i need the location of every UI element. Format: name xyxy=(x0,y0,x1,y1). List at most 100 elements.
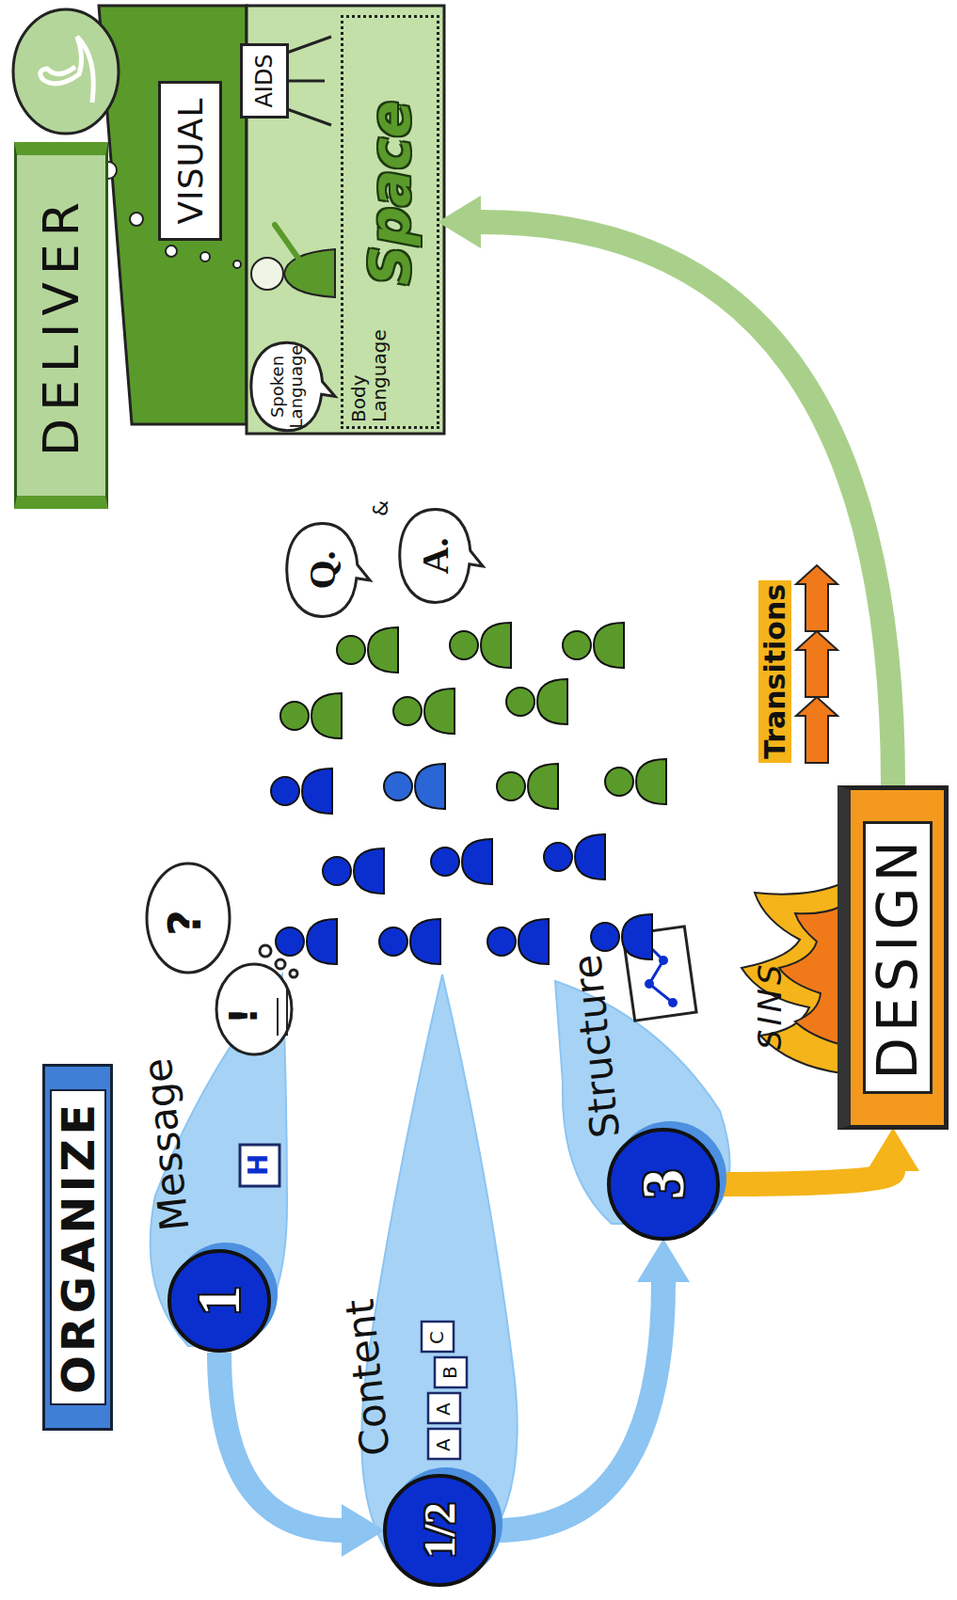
easel xyxy=(287,36,332,126)
audience-member xyxy=(543,834,606,880)
node-text: DELIVER xyxy=(32,194,90,457)
step-circle: 1/2Content xyxy=(382,1474,496,1588)
thought-cloud xyxy=(146,863,230,973)
audience-thoughts xyxy=(146,863,298,1055)
audience-member xyxy=(430,839,493,885)
node-text: 1 xyxy=(184,1286,255,1317)
audience-member xyxy=(562,622,624,669)
thought-dot xyxy=(289,970,298,978)
message-card xyxy=(239,1145,280,1187)
map-dot xyxy=(668,998,678,1008)
thought-cloud xyxy=(13,9,119,134)
audience-member xyxy=(449,622,511,669)
audience-member xyxy=(487,919,549,965)
flow-arrow xyxy=(219,1353,342,1532)
design-laptop: DESIGN xyxy=(837,785,949,1131)
flame-outer xyxy=(741,883,843,1074)
stage-floor xyxy=(246,5,445,434)
checklist-line xyxy=(276,998,279,1037)
audience xyxy=(271,622,667,965)
organize-banner: ORGANIZE xyxy=(42,1064,113,1432)
map-dot xyxy=(658,956,669,966)
step-circle: 3Structure xyxy=(606,1128,720,1242)
node-text: 3 xyxy=(628,1169,699,1200)
node-text: Spoken Language xyxy=(268,341,306,432)
easel-leg xyxy=(287,36,332,53)
bubble-shape xyxy=(287,524,370,618)
speech-bubble: Spoken Language xyxy=(246,337,337,436)
body-language-label: Body Language xyxy=(348,332,390,423)
node-text: ORGANIZE xyxy=(49,1089,107,1406)
speaker-arm xyxy=(274,224,300,260)
flow-arrow xyxy=(480,222,894,786)
speaker-head xyxy=(251,257,284,290)
node-text: 1/2 xyxy=(414,1503,465,1560)
thought-dot xyxy=(129,212,144,226)
audience-member xyxy=(506,679,568,725)
audience-member xyxy=(496,764,559,810)
card xyxy=(421,1322,454,1353)
node-text: Q. xyxy=(300,550,345,590)
speaker-body xyxy=(284,249,335,298)
card-letter: H xyxy=(242,1154,274,1177)
thought-dot xyxy=(275,959,286,970)
easel-board: AIDS xyxy=(239,43,289,119)
flow-arrow xyxy=(495,1282,664,1532)
step-circle: 1Message xyxy=(167,1249,272,1354)
thought-cloud xyxy=(216,964,292,1055)
swan xyxy=(40,36,94,103)
card-letter: C xyxy=(425,1331,448,1345)
card-letter: B xyxy=(438,1366,462,1380)
ampersand: & xyxy=(368,500,393,517)
card-letter: A xyxy=(431,1403,455,1417)
thought-dot xyxy=(233,260,241,269)
bubble-shape xyxy=(399,510,483,604)
speech-bubble: A. xyxy=(395,504,485,608)
stage-backdrop xyxy=(98,5,247,425)
audience-member xyxy=(275,919,337,965)
speech-bubble: Q. xyxy=(282,518,372,623)
node-text: VISUAL xyxy=(171,96,210,224)
sins-label: SINS xyxy=(750,960,789,1051)
node-text: DESIGN xyxy=(862,821,933,1095)
transition-arrow xyxy=(796,631,838,698)
audience-member xyxy=(280,693,342,739)
node-text: AIDS xyxy=(251,53,278,108)
checklist-line xyxy=(286,988,288,1037)
card xyxy=(434,1357,467,1388)
exclamation-mark: ! xyxy=(222,1007,266,1025)
audience-member xyxy=(271,768,333,814)
content-cards xyxy=(421,1322,467,1460)
node-text: A. xyxy=(413,538,458,575)
thought-dot xyxy=(259,945,272,957)
node-text: Space xyxy=(358,100,423,286)
audience-member xyxy=(383,764,446,810)
transition-arrow xyxy=(796,565,838,632)
audience-member xyxy=(322,848,384,894)
easel-leg xyxy=(287,79,325,83)
map-dot xyxy=(644,979,654,989)
deliver-banner: DELIVER xyxy=(14,142,109,510)
speaker xyxy=(251,224,335,298)
audience-member xyxy=(393,688,455,734)
flames xyxy=(741,883,843,1074)
card xyxy=(428,1429,461,1460)
audience-member xyxy=(379,919,441,965)
audience-member xyxy=(336,627,399,673)
transition-arrow xyxy=(796,697,838,764)
thought-dot xyxy=(165,245,177,257)
flow-arrow xyxy=(719,1171,894,1185)
space-area: Space xyxy=(340,15,440,430)
card-letter: A xyxy=(431,1438,455,1452)
card xyxy=(428,1393,461,1424)
flame-inner xyxy=(779,906,843,1046)
visual-board: VISUAL xyxy=(158,80,223,241)
thought-dot xyxy=(200,252,210,262)
audience-member xyxy=(605,759,667,805)
question-mark: ? xyxy=(158,909,211,937)
transition-arrows xyxy=(796,565,838,764)
